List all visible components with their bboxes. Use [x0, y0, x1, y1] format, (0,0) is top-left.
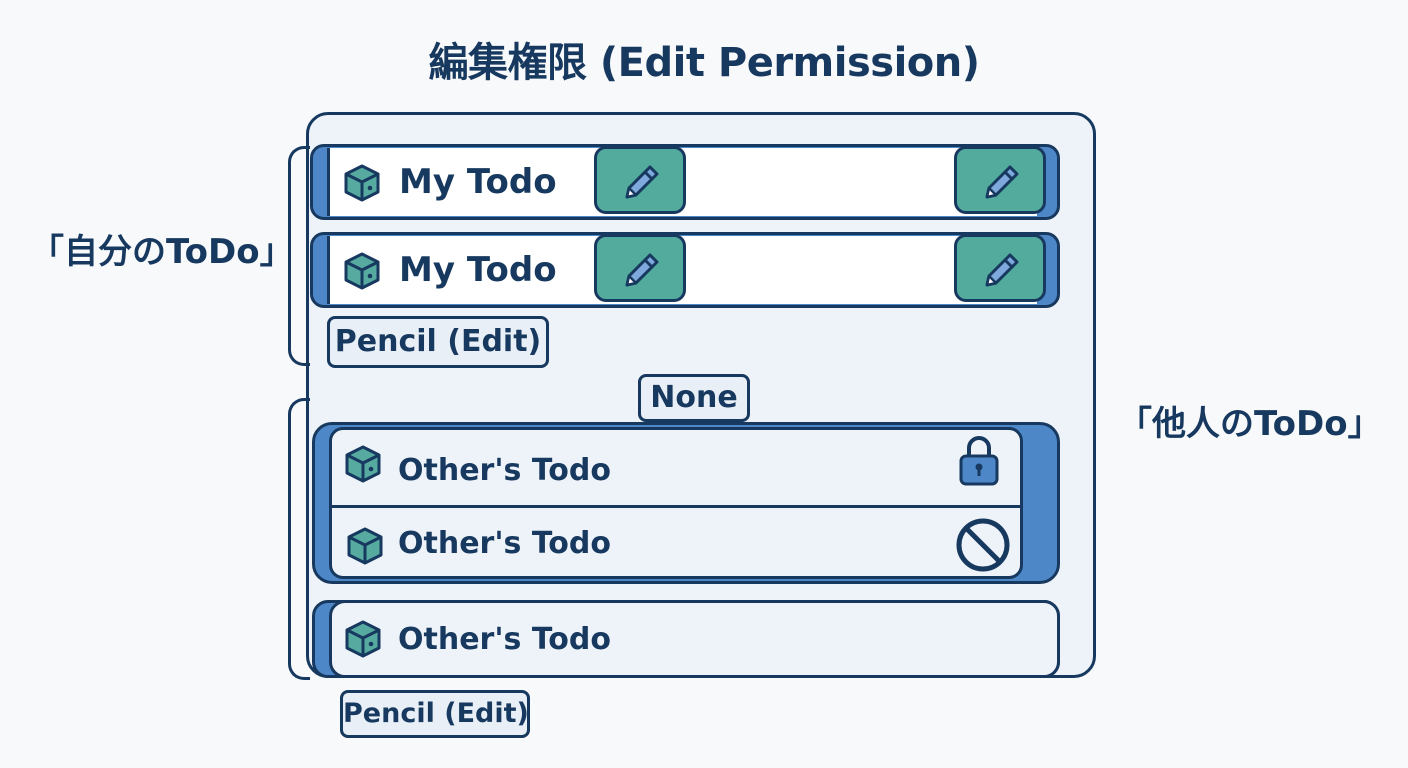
pencil-edit-chip: Pencil (Edit): [340, 690, 530, 738]
page-title: 編集権限 (Edit Permission): [428, 40, 980, 86]
other-todo-label: Other's Todo: [398, 622, 612, 657]
prohibited-icon: [956, 518, 1010, 572]
pencil-icon: [985, 253, 1019, 287]
my-todo-group-label: 「自分のToDo」: [30, 232, 294, 272]
others-bracket: [288, 398, 310, 680]
edit-button[interactable]: [594, 234, 686, 302]
edit-button[interactable]: [594, 146, 686, 214]
cube-icon: [347, 527, 383, 565]
other-todo-row[interactable]: [312, 600, 1060, 678]
edit-button[interactable]: [954, 146, 1046, 214]
cube-icon: [344, 164, 380, 202]
pencil-icon: [625, 253, 659, 287]
others-todo-group: [312, 422, 1060, 584]
row-divider: [332, 505, 1020, 508]
other-todo-row-body: [329, 600, 1060, 678]
others-todo-group-body: [329, 427, 1023, 579]
cube-icon: [344, 252, 380, 290]
lock-icon: [959, 436, 999, 486]
others-todo-group-label: 「他人のToDo」: [1118, 404, 1382, 444]
pencil-icon: [985, 165, 1019, 199]
mine-bracket: [288, 146, 310, 366]
edit-button[interactable]: [954, 234, 1046, 302]
other-todo-label: Other's Todo: [398, 453, 612, 488]
cube-icon: [345, 620, 381, 658]
my-todo-label: My Todo: [399, 162, 557, 202]
pencil-icon: [625, 165, 659, 199]
pencil-edit-chip: Pencil (Edit): [327, 316, 549, 368]
my-todo-label: My Todo: [399, 250, 557, 290]
none-chip: None: [638, 374, 750, 422]
cube-icon: [345, 445, 381, 483]
other-todo-label: Other's Todo: [398, 526, 612, 561]
